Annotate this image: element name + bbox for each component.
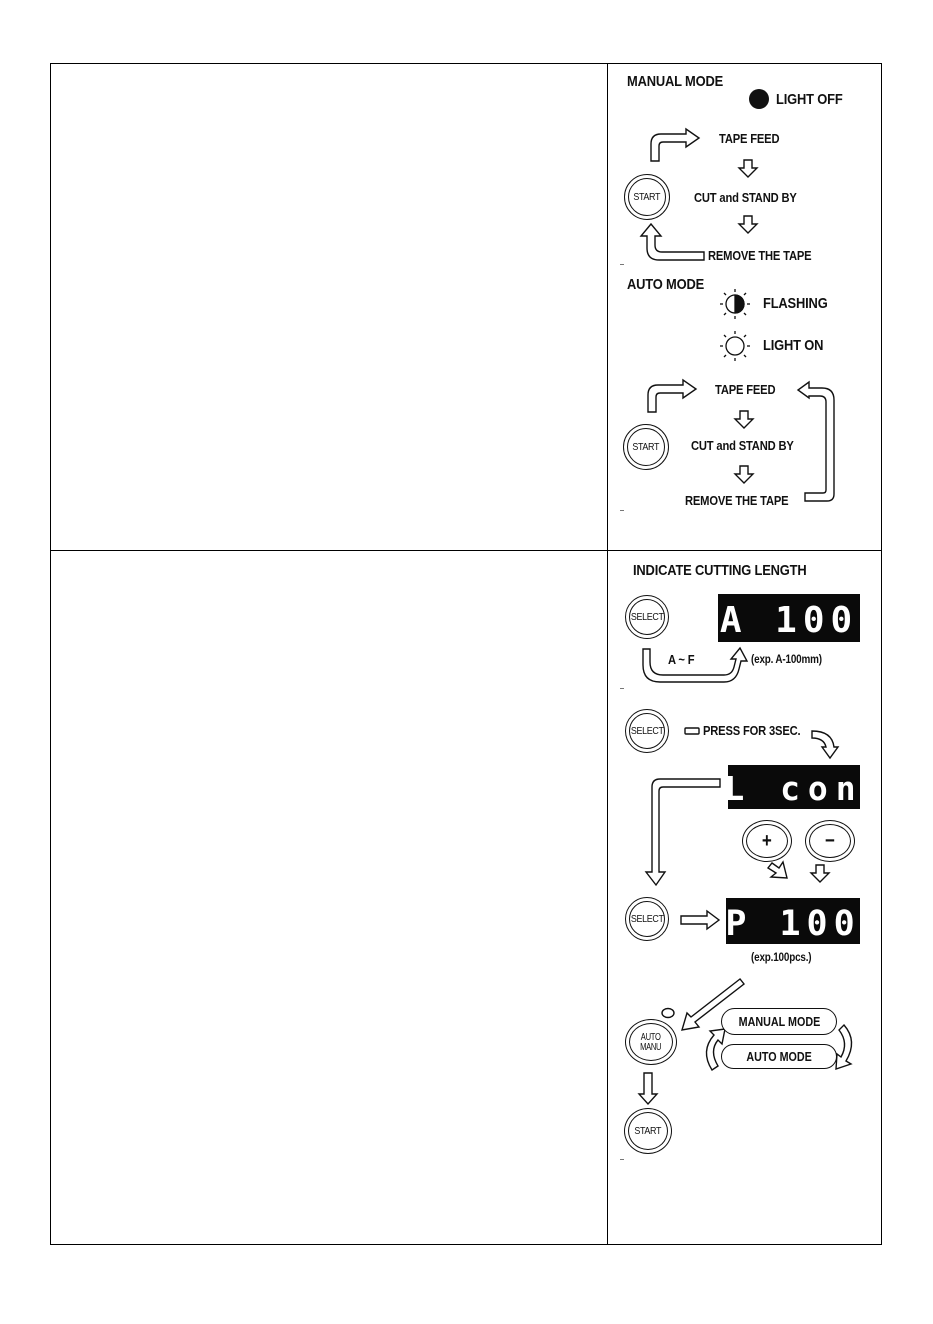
- auto-manu-button[interactable]: AUTO MANU: [625, 1019, 677, 1065]
- range-label: A ~ F: [668, 652, 695, 667]
- auto-down-arrow-2: [733, 465, 755, 484]
- row-cutting-length: INDICATE CUTTING LENGTH SELECT A 100 A ~…: [51, 551, 881, 1244]
- auto-down-arrow-1: [733, 410, 755, 429]
- flashing-icon: [720, 289, 750, 319]
- manual-step-cut-stand-by: CUT and STAND BY: [694, 190, 797, 205]
- description-cell-cutting-length: [51, 551, 607, 1244]
- light-on-label: LIGHT ON: [763, 337, 824, 354]
- lcon-to-select-arrow: [644, 778, 721, 887]
- auto-manu-top-label: AUTO: [641, 1031, 661, 1043]
- figure-cell-modes: MANUAL MODE LIGHT OFF TAPE FEED CUT and …: [608, 64, 881, 550]
- cutting-length-display: A 100: [718, 594, 860, 642]
- row-operation-modes: MANUAL MODE LIGHT OFF TAPE FEED CUT and …: [51, 64, 881, 551]
- range-bracket-arrow: [642, 646, 749, 683]
- minus-down-arrow: [809, 864, 831, 883]
- mode-diagram-arrows: [639, 89, 835, 502]
- display-p100-text: P 100: [726, 904, 860, 944]
- column-divider: [607, 64, 608, 550]
- auto-tick-mark: [620, 510, 624, 511]
- example-length-label: (exp. A-100mm): [751, 654, 822, 666]
- auto-mode-led: [661, 1007, 675, 1019]
- select-tick-mark: [620, 688, 624, 689]
- auto-return-loop-arrow: [796, 380, 835, 502]
- plus-down-arrow: [766, 860, 788, 879]
- manual-tick-mark: [620, 264, 624, 265]
- instruction-table: MANUAL MODE LIGHT OFF TAPE FEED CUT and …: [50, 63, 882, 1245]
- press-for-3sec-label: PRESS FOR 3SEC.: [703, 723, 801, 738]
- example-quantity-label: (exp.100pcs.): [751, 952, 812, 964]
- auto-to-start-down-arrow: [637, 1072, 659, 1106]
- auto-mode-pill: AUTO MODE: [721, 1044, 837, 1069]
- minus-button[interactable]: −: [805, 820, 855, 862]
- manual-down-arrow-1: [737, 159, 759, 178]
- start-button[interactable]: START: [624, 1108, 672, 1154]
- mode-display: L con: [728, 765, 860, 809]
- auto-step-cut-stand-by: CUT and STAND BY: [691, 438, 794, 453]
- press-curve-arrow: [811, 730, 840, 760]
- column-divider: [607, 551, 608, 1244]
- select-to-display-arrow: [680, 909, 721, 931]
- auto-start-button[interactable]: START: [623, 424, 669, 470]
- mode-cycle-left-arrow: [705, 1028, 726, 1071]
- manual-step-tape-feed: TAPE FEED: [719, 131, 780, 146]
- mode-cycle-right-arrow: [835, 1023, 853, 1070]
- auto-manu-bottom-label: MANU: [640, 1041, 662, 1053]
- auto-loop-up-arrow: [647, 378, 698, 413]
- display-lcon-text: L con: [728, 769, 860, 808]
- light-on-icon: [720, 331, 750, 361]
- manual-loop-up-arrow: [650, 127, 701, 162]
- cutting-length-diagram: INDICATE CUTTING LENGTH SELECT A 100 A ~…: [608, 551, 881, 1244]
- manual-return-arrow: [639, 222, 705, 261]
- figure-cell-cutting-length: INDICATE CUTTING LENGTH SELECT A 100 A ~…: [608, 551, 881, 1244]
- cutting-length-arrows: [637, 646, 853, 1106]
- manual-start-button[interactable]: START: [624, 174, 670, 220]
- auto-step-remove-tape: REMOVE THE TAPE: [685, 493, 789, 508]
- auto-mode-title: AUTO MODE: [627, 276, 705, 293]
- quantity-display: P 100: [726, 898, 860, 944]
- plus-button[interactable]: +: [742, 820, 792, 862]
- manual-down-arrow-2: [737, 215, 759, 234]
- display-to-auto-diagonal-arrow: [681, 978, 745, 1031]
- press-indicator: [684, 727, 700, 735]
- mode-diagram: MANUAL MODE LIGHT OFF TAPE FEED CUT and …: [608, 64, 881, 550]
- select-button-2[interactable]: SELECT: [625, 709, 669, 753]
- flashing-label: FLASHING: [763, 295, 828, 312]
- select-button-3[interactable]: SELECT: [625, 897, 669, 941]
- display-a100-text: A 100: [720, 600, 858, 641]
- light-off-label: LIGHT OFF: [776, 91, 843, 108]
- cutting-length-title: INDICATE CUTTING LENGTH: [633, 562, 807, 579]
- light-off-icon: [749, 89, 769, 109]
- select-button-1[interactable]: SELECT: [625, 595, 669, 639]
- manual-mode-pill: MANUAL MODE: [721, 1008, 837, 1035]
- description-cell-modes: [51, 64, 607, 550]
- manual-step-remove-tape: REMOVE THE TAPE: [708, 248, 812, 263]
- start-tick-mark: [620, 1159, 624, 1160]
- manual-mode-title: MANUAL MODE: [627, 73, 724, 90]
- auto-step-tape-feed: TAPE FEED: [715, 382, 776, 397]
